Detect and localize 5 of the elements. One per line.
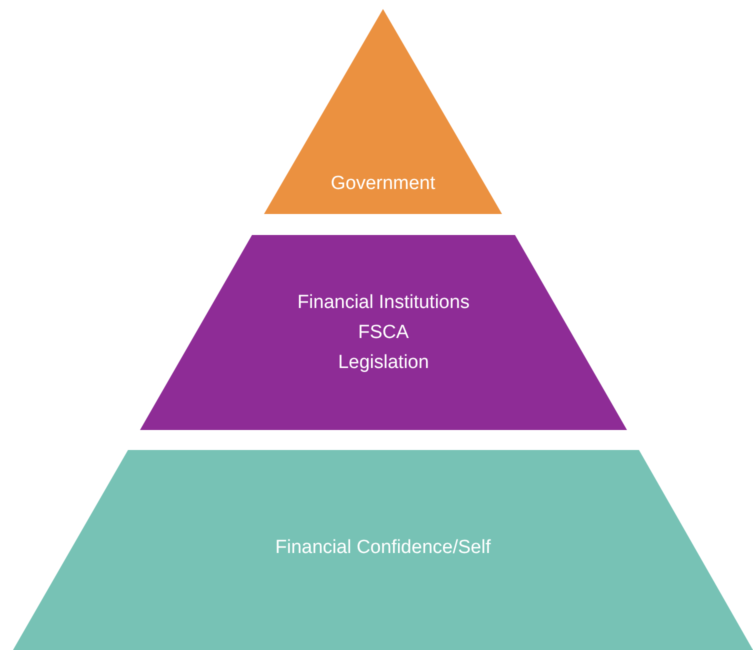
tier-label: Financial Institutions <box>297 290 470 314</box>
tier-label: Government <box>330 172 436 196</box>
tier-label: FSCA <box>358 320 409 344</box>
tier-label: Legislation <box>338 350 429 374</box>
tier-label: Financial Confidence/Self <box>275 536 491 560</box>
